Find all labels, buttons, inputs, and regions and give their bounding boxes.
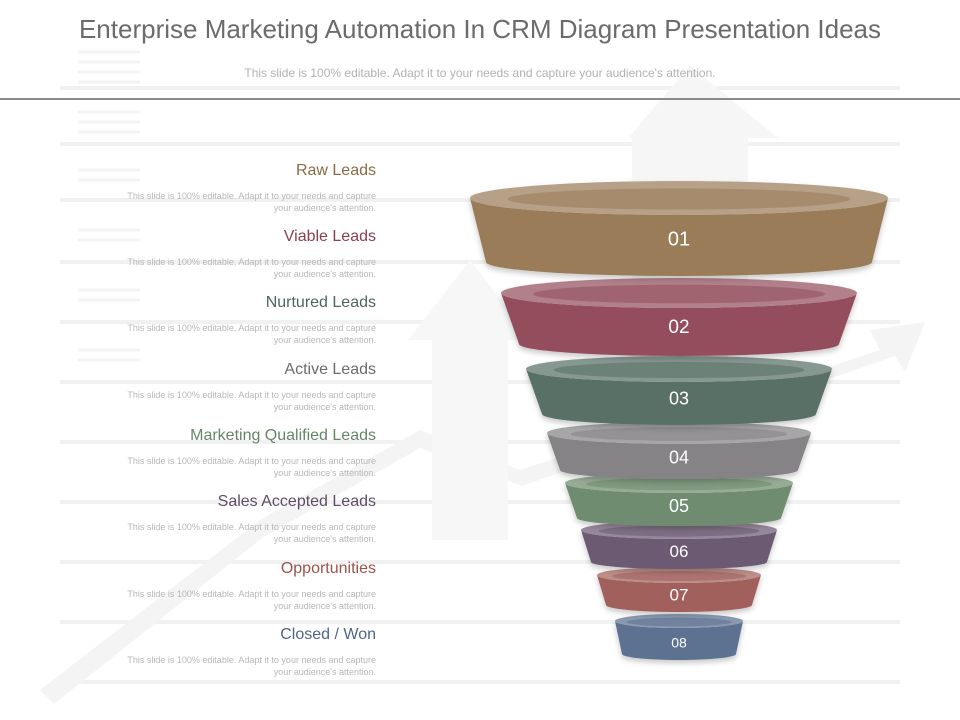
funnel-layer-number: 05 [669, 496, 689, 516]
stage-label-closed-won: Closed / Won This slide is 100% editable… [100, 624, 376, 678]
funnel-layer-opening [533, 284, 825, 304]
funnel-layer: 04 [547, 422, 811, 479]
funnel-layer-number: 07 [670, 585, 689, 604]
stage-name: Viable Leads [283, 228, 376, 245]
funnel-layer-opening [585, 477, 773, 491]
funnel-layer-number: 03 [669, 389, 689, 409]
background-stripes [78, 50, 140, 362]
funnel-layer-opening [598, 525, 760, 537]
funnel-layer-body [526, 369, 832, 425]
funnel-layer-opening [553, 361, 805, 379]
stage-description: This slide is 100% editable. Adapt it to… [127, 191, 376, 213]
stage-description: This slide is 100% editable. Adapt it to… [127, 390, 376, 412]
stage-name: Opportunities [280, 560, 376, 577]
stage-name: Raw Leads [295, 162, 376, 179]
stage-description: This slide is 100% editable. Adapt it to… [127, 456, 376, 478]
funnel-layer: 06 [581, 521, 777, 569]
stage-label-raw-leads: Raw Leads This slide is 100% editable. A… [100, 160, 376, 214]
stage-description: This slide is 100% editable. Adapt it to… [127, 589, 376, 611]
funnel-layer-number: 06 [670, 542, 689, 561]
background-mid-arrow [408, 260, 532, 540]
page-subtitle: This slide is 100% editable. Adapt it to… [244, 66, 716, 80]
title-divider [0, 98, 960, 100]
stage-name: Nurtured Leads [265, 294, 376, 311]
funnel-layer-body [615, 621, 743, 660]
funnel-layer-body [470, 198, 888, 276]
funnel-layer-opening [626, 617, 732, 627]
stage-label-opportunities: Opportunities This slide is 100% editabl… [100, 558, 376, 612]
funnel-layer-body [547, 433, 811, 479]
stage-label-viable-leads: Viable Leads This slide is 100% editable… [100, 226, 376, 280]
funnel-layer-opening [507, 188, 851, 210]
funnel-layers: 08 07 06 05 04 03 02 01 [470, 181, 888, 660]
funnel-layer-number: 02 [668, 317, 689, 338]
funnel-layer-body [565, 483, 793, 526]
funnel-layer: 03 [526, 356, 832, 425]
stage-description: This slide is 100% editable. Adapt it to… [127, 257, 376, 279]
stage-name: Active Leads [284, 361, 376, 378]
stage-name: Sales Accepted Leads [217, 493, 376, 510]
funnel-layer-number: 01 [668, 228, 690, 250]
funnel-layer: 02 [501, 278, 857, 356]
funnel-layer-body [597, 575, 761, 612]
funnel-layer-number: 04 [669, 448, 689, 468]
stage-name: Closed / Won [280, 626, 376, 643]
funnel-layer: 05 [565, 473, 793, 526]
stage-label-active-leads: Active Leads This slide is 100% editable… [100, 359, 376, 413]
stage-description: This slide is 100% editable. Adapt it to… [127, 522, 376, 544]
funnel-layer-body [581, 530, 777, 569]
stage-description: This slide is 100% editable. Adapt it to… [127, 655, 376, 677]
page-title: Enterprise Marketing Automation In CRM D… [78, 14, 882, 44]
funnel-layer-body [501, 293, 857, 356]
funnel-layer-number: 08 [671, 634, 687, 650]
stage-label-sales-accepted-leads: Sales Accepted Leads This slide is 100% … [100, 491, 376, 545]
funnel-layer-opening [570, 427, 788, 441]
stage-label-marketing-qualified-leads: Marketing Qualified Leads This slide is … [100, 425, 376, 479]
stage-label-nurtured-leads: Nurtured Leads This slide is 100% editab… [100, 292, 376, 346]
funnel-layer: 01 [470, 181, 888, 276]
stage-name: Marketing Qualified Leads [190, 427, 376, 444]
funnel-layer-opening [611, 571, 747, 581]
stage-description: This slide is 100% editable. Adapt it to… [127, 323, 376, 345]
funnel-layer: 08 [615, 614, 743, 660]
funnel-layer: 07 [597, 567, 761, 612]
